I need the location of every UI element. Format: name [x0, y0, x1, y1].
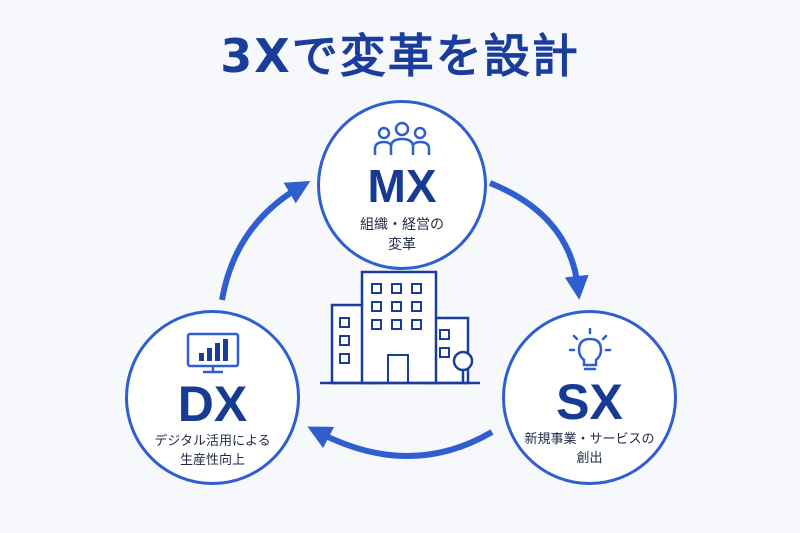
mx-description-line2: 変革 — [388, 237, 416, 254]
dx-code: DX — [177, 376, 248, 432]
dx-description: デジタル活用による 生産性向上 — [154, 433, 270, 471]
sx-description: 新規事業・サービスの 創出 — [524, 431, 654, 469]
sx-node: SX 新規事業・サービスの 創出 — [502, 310, 677, 485]
sx-code: SX — [556, 374, 623, 430]
arrow-dx-to-mx — [219, 180, 311, 301]
office-building-icon — [320, 270, 480, 385]
dx-node: DX デジタル活用による 生産性向上 — [125, 310, 300, 485]
lightbulb-icon — [568, 327, 611, 371]
arrow-mx-to-sx — [488, 180, 589, 300]
arrow-sx-to-dx — [307, 426, 494, 459]
people-group-icon — [373, 121, 431, 155]
monitor-chart-icon — [186, 332, 239, 374]
sx-description-line2: 創出 — [576, 450, 603, 466]
mx-code: MX — [367, 160, 437, 212]
dx-description-line1: デジタル活用による — [154, 434, 271, 449]
mx-description-line1: 組織・経営の — [360, 217, 444, 233]
sx-description-line1: 新規事業・サービスの — [524, 432, 655, 447]
mx-node: MX 組織・経営の 変革 — [317, 100, 487, 270]
page-title: 3Xで変革を設計 — [220, 29, 580, 83]
mx-description: 組織・経営の 変革 — [360, 215, 444, 256]
dx-description-line2: 生産性向上 — [179, 452, 245, 468]
